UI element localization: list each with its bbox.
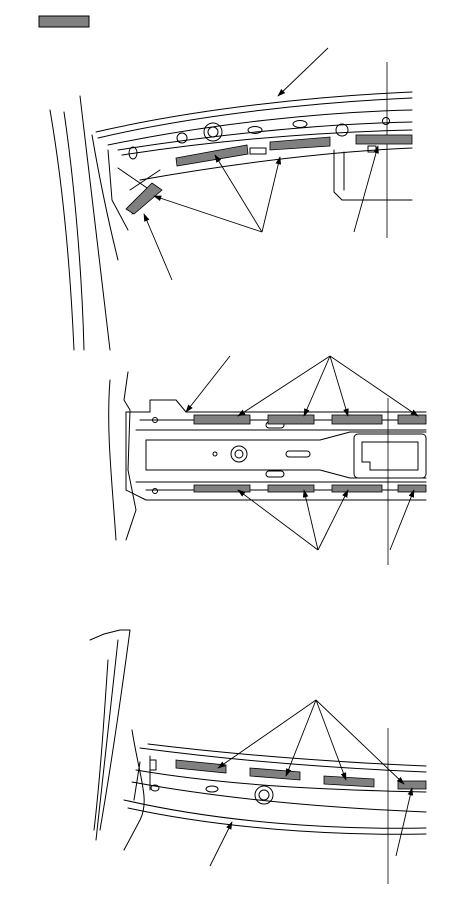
legend: [38, 15, 90, 28]
adhesive-strip: [355, 134, 413, 145]
leader-line: [261, 156, 282, 233]
adhesive-strip: [269, 136, 331, 151]
upper-view: [49, 47, 413, 351]
leader-line: [217, 699, 317, 769]
adhesive-strip: [175, 144, 249, 167]
leader-line: [237, 355, 331, 417]
lower-view: [89, 629, 427, 884]
leader-line: [277, 47, 329, 97]
leader-line: [329, 355, 349, 417]
adhesive-strip: [125, 182, 163, 215]
middle-view: [108, 355, 427, 565]
adhesive-strip: [193, 414, 251, 425]
leader-line: [315, 699, 347, 781]
adhesive-strip: [331, 414, 383, 425]
adhesive-strip: [397, 484, 427, 493]
leader-line: [303, 355, 331, 417]
adhesive-strip: [323, 775, 375, 788]
leader-line: [153, 195, 263, 233]
leader-line: [329, 355, 419, 417]
adhesive-strip: [331, 484, 383, 493]
adhesive-strip: [249, 767, 301, 781]
leader-line: [285, 699, 317, 777]
leader-line: [185, 355, 231, 413]
adhesive-legend-swatch: [38, 15, 90, 28]
adhesive-strip: [175, 759, 227, 774]
adhesive-strip: [267, 484, 315, 493]
leader-line: [214, 154, 263, 233]
leader-line: [395, 787, 414, 857]
leader-line: [317, 489, 349, 551]
leader-line: [353, 145, 379, 233]
leader-line: [209, 821, 233, 867]
leader-line: [143, 213, 173, 281]
adhesive-strip: [193, 484, 251, 493]
leader-line: [237, 489, 319, 551]
adhesive-strip: [267, 414, 315, 425]
leader-line: [302, 489, 319, 551]
leader-line: [315, 699, 405, 785]
leader-line: [389, 489, 415, 551]
adhesive-strip: [397, 414, 427, 425]
